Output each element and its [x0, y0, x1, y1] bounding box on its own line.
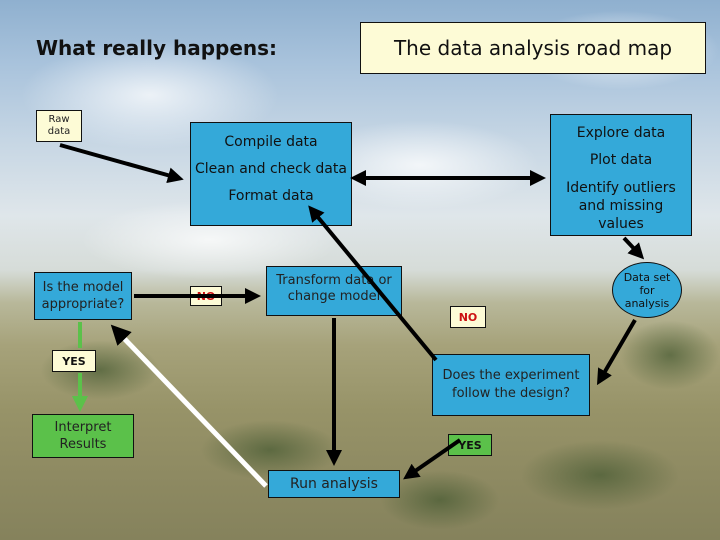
dataset-text: Data set for analysis: [623, 270, 671, 310]
explore-label: Explore data: [576, 125, 666, 141]
arrow-run-to-model: [110, 324, 268, 488]
raw-data-text: Raw data: [47, 114, 71, 137]
clean-label: Clean and check data: [195, 161, 347, 177]
model-question-box: Is the model appropriate?: [34, 272, 132, 320]
arrow-dataset-to-design: [596, 318, 637, 386]
format-label: Format data: [228, 188, 314, 204]
shrub: [620, 320, 720, 390]
transform-text: Transform data or change model: [276, 273, 392, 304]
raw-data-box: Raw data: [36, 110, 82, 142]
no-tag-right: NO: [450, 306, 486, 328]
transform-box: Transform data or change model: [266, 266, 402, 316]
roadmap-title-text: The data analysis road map: [393, 36, 673, 60]
plot-label: Plot data: [589, 152, 653, 168]
arrow-raw-to-prep: [59, 143, 184, 184]
heading: What really happens:: [36, 36, 278, 60]
interpret-box: Interpret Results: [32, 414, 134, 458]
prep-box: [190, 122, 352, 226]
roadmap-title: The data analysis road map: [360, 22, 706, 74]
no-text-right: NO: [458, 310, 478, 324]
yes-text-left: YES: [62, 354, 86, 368]
identify-label: Identify outliers and missing values: [566, 180, 676, 232]
yes-text-right: YES: [458, 438, 482, 452]
interpret-text: Interpret Results: [54, 420, 112, 452]
arrow-design-yes-to-run: [403, 438, 462, 480]
compile-label: Compile data: [224, 134, 318, 150]
arrow-design-no-to-transform: [308, 205, 438, 362]
design-question-text: Does the experiment follow the design?: [442, 368, 580, 401]
shrub: [380, 470, 500, 530]
yes-tag-left: YES: [52, 350, 96, 372]
design-question-box: Does the experiment follow the design?: [432, 354, 590, 416]
dataset-ellipse: Data set for analysis: [612, 262, 682, 318]
shrub: [520, 440, 680, 510]
explore-box: [550, 114, 692, 236]
arrow-explore-to-dataset: [622, 236, 645, 260]
run-analysis-box: Run analysis: [268, 470, 400, 498]
model-question-text: Is the model appropriate?: [41, 280, 125, 312]
run-analysis-text: Run analysis: [290, 476, 378, 492]
